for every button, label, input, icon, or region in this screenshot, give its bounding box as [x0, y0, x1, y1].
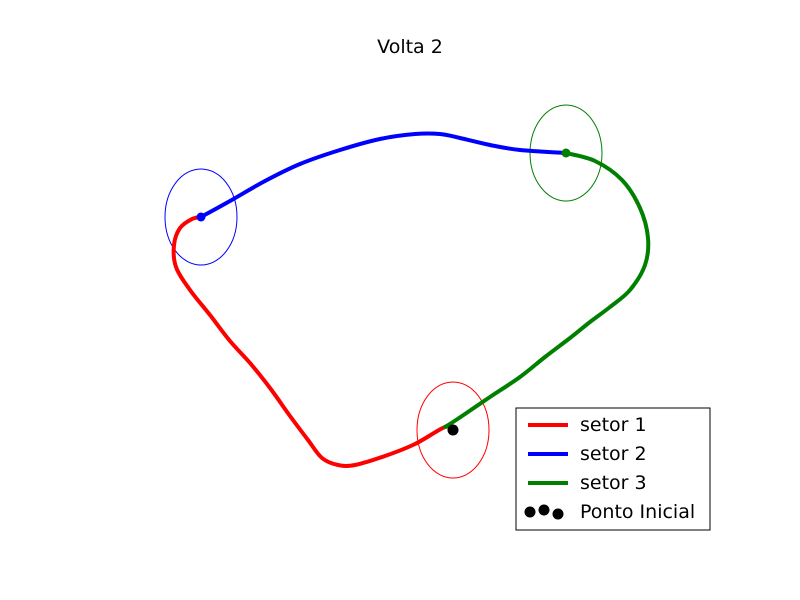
legend-dot-2 [538, 504, 550, 516]
legend: setor 1 setor 2 setor 3 Ponto Inicial [515, 407, 711, 531]
legend-label-ponto-inicial: Ponto Inicial [580, 501, 695, 523]
sector-circle-setor-2 [164, 168, 238, 266]
chart-title: Volta 2 [377, 36, 443, 58]
legend-label-setor-1: setor 1 [580, 414, 647, 436]
legend-label-setor-2: setor 2 [580, 443, 647, 465]
series-line-setor-2 [199, 131, 568, 219]
chart-marks [164, 104, 651, 479]
series-line-setor-3 [443, 151, 651, 429]
legend-dot-3 [552, 508, 564, 520]
legend-dot-1 [524, 506, 536, 518]
sector-point-setor-3 [561, 148, 571, 158]
legend-label-setor-3: setor 3 [580, 472, 647, 494]
sector-point-setor-2 [196, 212, 206, 222]
sector-circle-setor-3 [529, 104, 603, 202]
series-line-setor-1 [171, 215, 455, 468]
sector-circle-setor-1 [416, 381, 490, 479]
start-point-marker [447, 424, 459, 436]
